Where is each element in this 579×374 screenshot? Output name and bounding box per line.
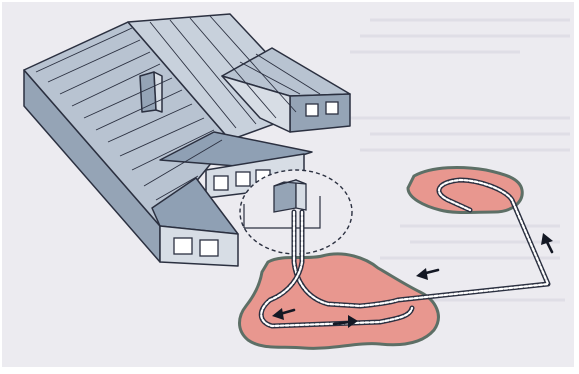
heat-pump-unit-icon bbox=[273, 179, 307, 213]
roof-lines bbox=[35, 15, 321, 201]
ground-loop-pipe-icon bbox=[258, 177, 551, 329]
house-icon bbox=[23, 13, 351, 267]
window bbox=[173, 237, 193, 255]
flow-arrow-icon bbox=[332, 315, 358, 328]
flow-arrow-icon bbox=[272, 308, 296, 320]
window bbox=[305, 103, 319, 117]
window bbox=[213, 175, 229, 191]
window bbox=[235, 171, 251, 187]
show-through-text bbox=[320, 18, 570, 302]
house-windows bbox=[173, 101, 339, 257]
flow-arrow-icon bbox=[541, 233, 554, 254]
flow-arrow-icon bbox=[416, 268, 440, 280]
wing-wall-side bbox=[221, 75, 291, 133]
window bbox=[199, 239, 219, 257]
window bbox=[325, 101, 339, 115]
wing-wall-front bbox=[289, 93, 351, 133]
chimney-side bbox=[153, 71, 163, 113]
basement-interior bbox=[243, 196, 321, 229]
page-edge bbox=[574, 0, 579, 374]
flow-arrows bbox=[272, 233, 554, 328]
